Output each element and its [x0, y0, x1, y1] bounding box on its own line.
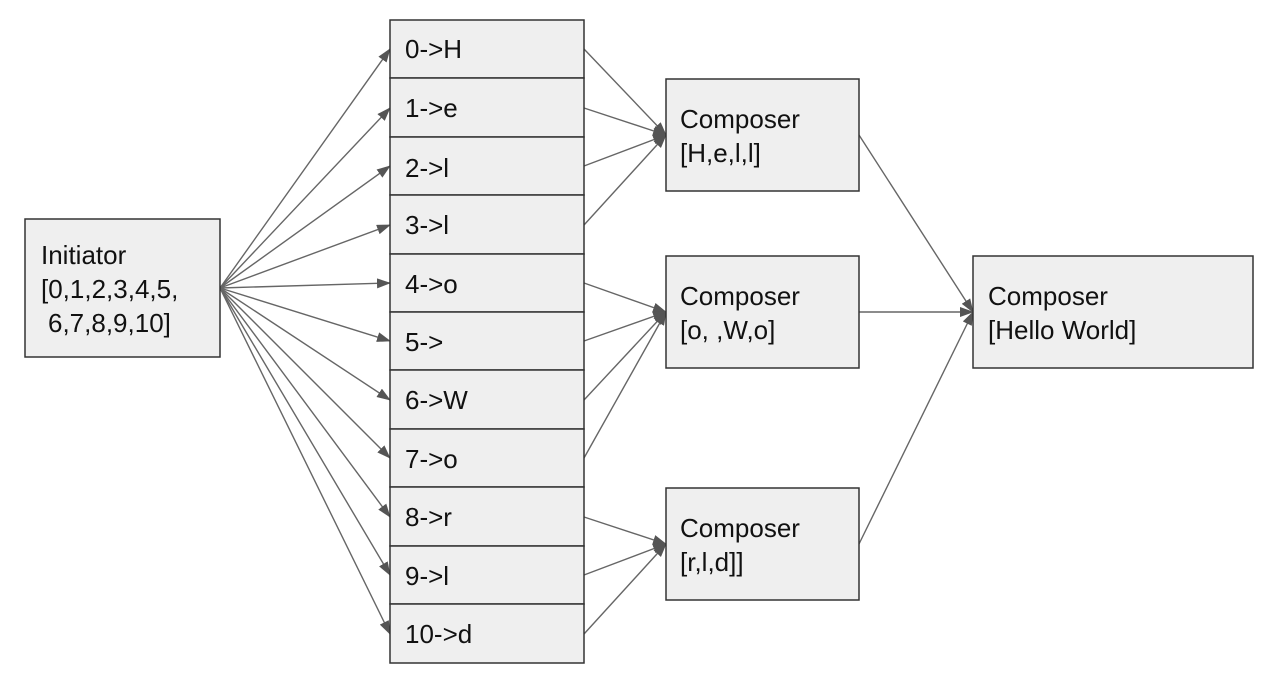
composer-3-title: Composer: [680, 513, 800, 543]
edge-mapper-8-to-composer-3: [583, 516, 667, 545]
composer-3-value: [r,l,d]]: [680, 547, 744, 577]
initiator-list-line1: [0,1,2,3,4,5,: [41, 274, 178, 304]
mapper-label-2: 2->l: [405, 153, 449, 183]
mapper-label-0: 0->H: [405, 34, 462, 64]
edge-composer-3-to-final: [858, 311, 974, 545]
mapper-label-6: 6->W: [405, 385, 468, 415]
initiator-title: Initiator: [41, 240, 127, 270]
edges-layer: [219, 48, 974, 635]
mapper-label-7: 7->o: [405, 444, 458, 474]
edge-initiator-to-mapper-5: [219, 287, 391, 342]
initiator-list-line2: 6,7,8,9,10]: [48, 308, 171, 338]
edge-mapper-1-to-composer-1: [583, 107, 667, 136]
edge-initiator-to-mapper-2: [219, 165, 391, 289]
edge-initiator-to-mapper-7: [219, 287, 391, 459]
composer-node-2: Composer [o, ,W,o]: [665, 255, 860, 369]
initiator-node: Initiator [0,1,2,3,4,5, 6,7,8,9,10]: [24, 218, 221, 358]
final-composer-value: [Hello World]: [988, 315, 1136, 345]
mapper-label-3: 3->l: [405, 210, 449, 240]
composer-2-title: Composer: [680, 281, 800, 311]
edge-initiator-to-mapper-1: [219, 107, 391, 289]
mapper-column: 0->H 1->e 2->l 3->l 4->o 5-> 6->W 7->o 8…: [389, 19, 585, 664]
edge-mapper-5-to-composer-2: [583, 311, 667, 342]
edge-mapper-6-to-composer-2: [583, 311, 667, 401]
composer-1-value: [H,e,l,l]: [680, 138, 761, 168]
edge-mapper-10-to-composer-3: [583, 543, 667, 635]
edge-mapper-9-to-composer-3: [583, 543, 667, 576]
composer-1-title: Composer: [680, 104, 800, 134]
edge-initiator-to-mapper-8: [219, 287, 391, 518]
edge-initiator-to-mapper-10: [219, 287, 391, 635]
composer-2-value: [o, ,W,o]: [680, 315, 775, 345]
mapper-label-8: 8->r: [405, 502, 452, 532]
mapper-label-1: 1->e: [405, 93, 458, 123]
edge-initiator-to-mapper-6: [219, 287, 391, 401]
edge-mapper-2-to-composer-1: [583, 134, 667, 167]
edge-composer-1-to-final: [858, 134, 974, 313]
edge-mapper-7-to-composer-2: [583, 311, 667, 459]
composer-node-3: Composer [r,l,d]]: [665, 487, 860, 601]
final-composer-title: Composer: [988, 281, 1108, 311]
composer-node-1: Composer [H,e,l,l]: [665, 78, 860, 192]
mapper-label-5: 5->: [405, 327, 443, 357]
mapper-label-10: 10->d: [405, 619, 472, 649]
edge-initiator-to-mapper-0: [219, 48, 391, 289]
final-composer-node: Composer [Hello World]: [972, 255, 1254, 369]
edge-mapper-4-to-composer-2: [583, 282, 667, 313]
edge-initiator-to-mapper-3: [219, 224, 391, 289]
edge-initiator-to-mapper-4: [219, 278, 391, 289]
mapper-label-4: 4->o: [405, 269, 458, 299]
edge-mapper-0-to-composer-1: [583, 48, 667, 136]
edge-initiator-to-mapper-9: [219, 287, 391, 576]
edge-mapper-3-to-composer-1: [583, 134, 667, 226]
mapper-label-9: 9->l: [405, 561, 449, 591]
